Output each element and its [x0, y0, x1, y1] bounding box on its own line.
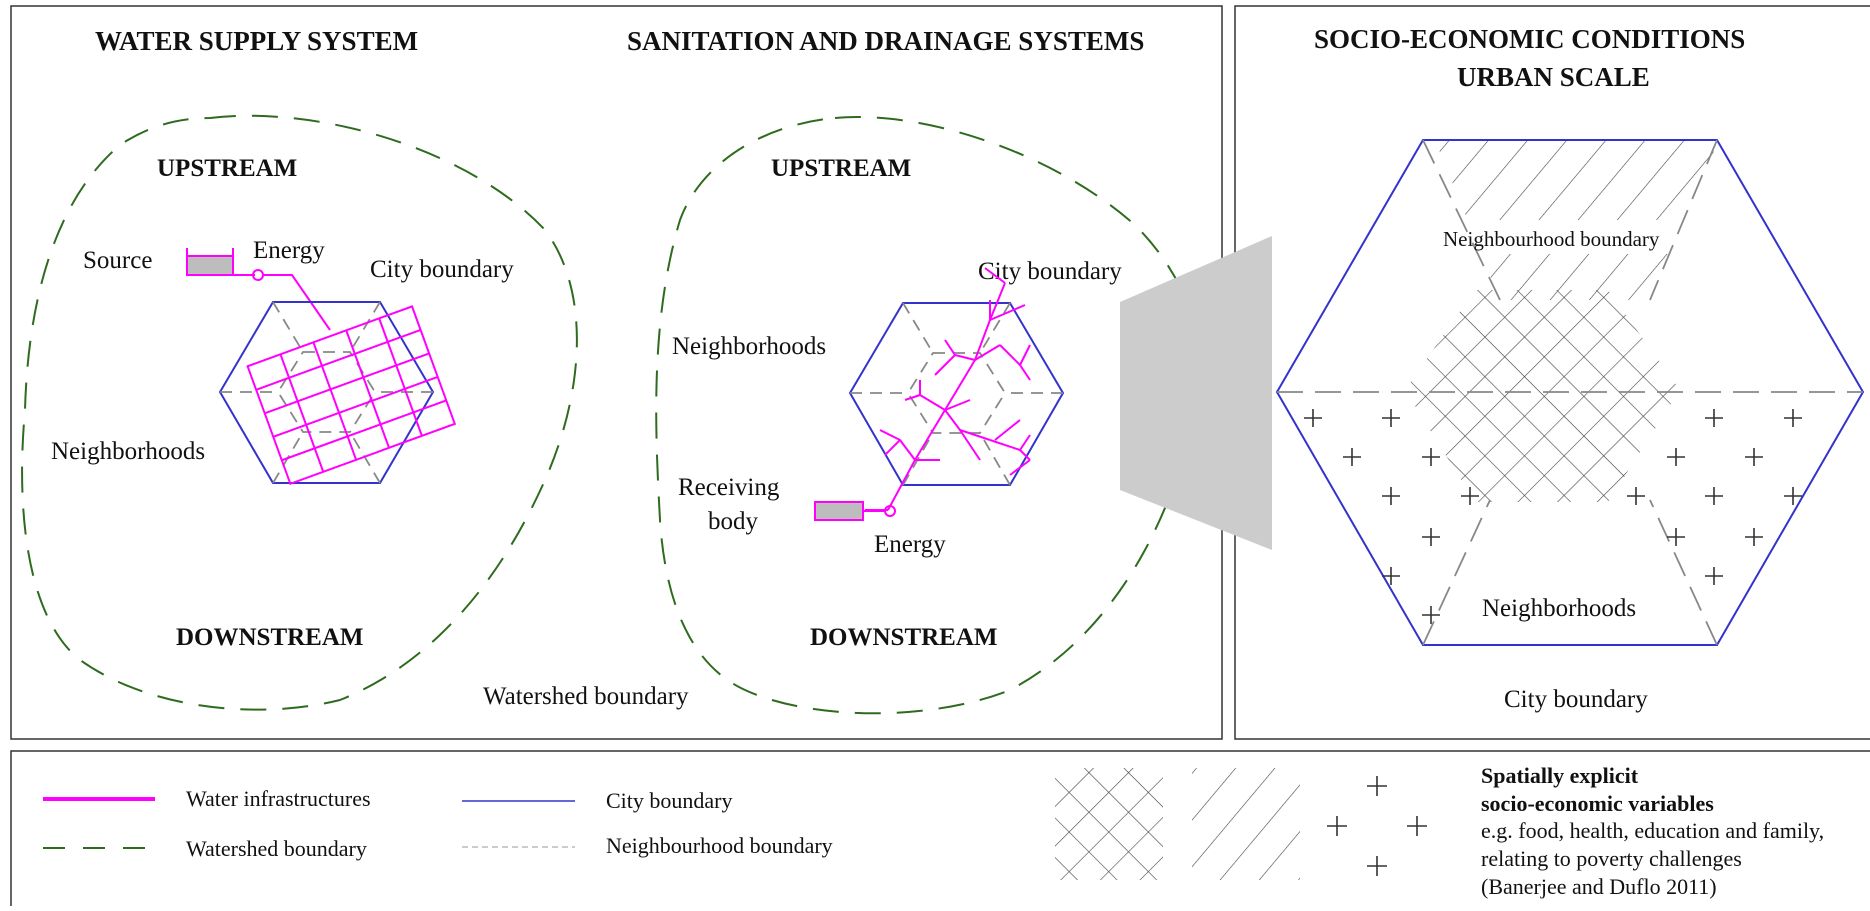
receiving-body-label-line1: Receiving [678, 474, 780, 501]
water-source-tank [186, 255, 234, 276]
zoom-projection [1120, 236, 1272, 550]
water-neighborhoods-label: Neighborhoods [51, 438, 205, 465]
water-main-pipe [263, 274, 331, 331]
legend-water-infrastructures-label: Water infrastructures [186, 786, 371, 811]
legend-spatial-desc-line1: e.g. food, health, education and family, [1481, 818, 1824, 843]
sanitation-city-hexagon [848, 302, 1065, 486]
legend-crosshatch-swatch [1055, 768, 1163, 880]
water-watershed-boundary [21, 114, 578, 711]
water-source-label: Source [83, 247, 152, 274]
legend-frame [10, 750, 1870, 911]
sanitation-panel-title: SANITATION AND DRAINAGE SYSTEMS [627, 26, 1144, 56]
socio-neighborhoods-label: Neighborhoods [1482, 595, 1636, 622]
legend-city-boundary-label: City boundary [606, 788, 733, 813]
sanitation-neighbourhood-boundaries [850, 302, 1063, 486]
receiving-body-label-line2: body [708, 508, 759, 535]
sanitation-downstream-label: DOWNSTREAM [810, 624, 998, 651]
socio-panel-title-line1: SOCIO-ECONOMIC CONDITIONS [1314, 24, 1745, 54]
sanitation-energy-label: Energy [874, 531, 946, 558]
legend-spatial-desc-line2: relating to poverty challenges [1481, 846, 1742, 871]
water-energy-label: Energy [253, 237, 325, 264]
water-pipe-grid [246, 305, 457, 486]
receiving-body-tank [814, 501, 864, 521]
legend-spatial-title-line1: Spatially explicit [1481, 763, 1639, 788]
sanitation-watershed-boundary [655, 116, 1201, 715]
neighbourhood-label-backdrop [1440, 220, 1710, 254]
legend-spatial-desc-line3: (Banerjee and Duflo 2011) [1481, 874, 1717, 899]
watershed-boundary-label: Watershed boundary [483, 683, 689, 710]
socio-panel-title-line2: URBAN SCALE [1457, 62, 1650, 92]
sanitation-upstream-label: UPSTREAM [771, 155, 911, 182]
socio-neighbourhood-boundary-label: Neighbourhood boundary [1443, 227, 1660, 251]
socio-neighbourhood-boundaries [1277, 139, 1863, 646]
plus-markers-right [1627, 409, 1802, 585]
central-neighbourhood-hatch [1405, 290, 1680, 502]
plus-markers-left [1304, 409, 1479, 624]
socio-city-boundary-label: City boundary [1504, 686, 1648, 713]
legend-neighbourhood-boundary-label: Neighbourhood boundary [606, 833, 833, 858]
water-downstream-label: DOWNSTREAM [176, 624, 364, 651]
water-neighbourhood-boundaries [220, 301, 433, 484]
water-upstream-label: UPSTREAM [157, 155, 297, 182]
water-city-boundary-label: City boundary [370, 256, 514, 283]
legend-plus-swatch [1327, 776, 1427, 876]
legend-diagonal-swatch [1192, 768, 1300, 880]
legend-spatial-title-line2: socio-economic variables [1481, 791, 1714, 816]
sanitation-neighborhoods-label: Neighborhoods [672, 333, 826, 360]
water-panel-title: WATER SUPPLY SYSTEM [95, 26, 418, 56]
sanitation-city-boundary-label: City boundary [978, 258, 1122, 285]
drainage-tree-network [879, 267, 1031, 511]
legend-watershed-boundary-label: Watershed boundary [186, 836, 367, 861]
